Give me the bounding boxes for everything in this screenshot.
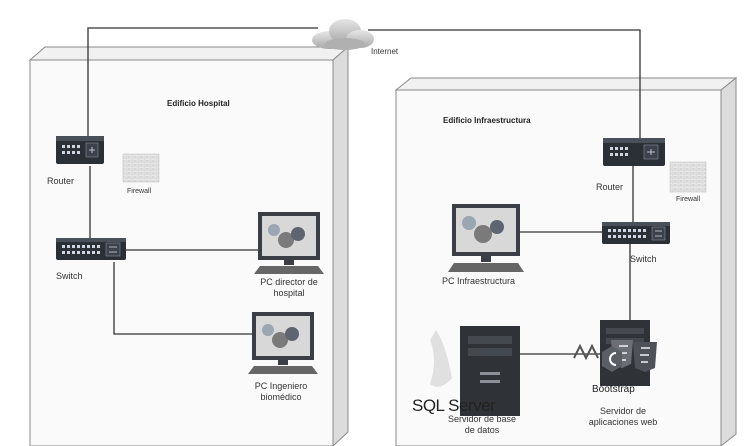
router-hospital-label: Router <box>47 176 75 186</box>
aspnet-mvc-icon <box>573 343 599 361</box>
building-infrastructure <box>394 76 738 446</box>
link-router-hospital-internet <box>87 27 318 136</box>
pc-infra-icon <box>448 204 524 272</box>
link-switch-pc-ingeniero <box>113 262 252 335</box>
bootstrap-brand: Bootstrap <box>592 384 635 395</box>
firewall-hospital-icon <box>122 153 160 183</box>
app-server-label: Servidor de aplicaciones web <box>588 406 658 427</box>
switch-infra-label: Switch <box>630 254 657 264</box>
building-infra-label: Edificio Infraestructura <box>443 116 531 125</box>
sql-server-brand: SQL Server <box>412 396 496 415</box>
firewall-hospital-label: Firewall <box>127 188 152 195</box>
pc-ingeniero-icon <box>248 312 318 374</box>
connections <box>87 27 641 355</box>
router-infra-label: Router <box>596 182 624 192</box>
csharp-icon <box>602 346 622 372</box>
db-server-label: Servidor de base de datos <box>447 414 517 435</box>
pc-director-label: PC director de hospital <box>260 277 318 298</box>
firewall-infra-icon <box>669 161 707 193</box>
internet-label: Internet <box>371 47 399 56</box>
pc-infra-label: PC Infraestructura <box>442 276 516 286</box>
cloud-icon <box>312 19 374 50</box>
switch-hospital-icon <box>56 238 126 260</box>
pc-ingeniero-label: PC Ingeniero biomédico <box>254 381 308 402</box>
router-hospital-icon <box>56 136 104 164</box>
pc-director-icon <box>254 212 324 274</box>
router-infra-icon <box>603 138 665 166</box>
html5-icon <box>633 342 657 372</box>
switch-hospital-label: Switch <box>56 271 83 281</box>
building-hospital-label: Edificio Hospital <box>167 99 230 108</box>
switch-infra-icon <box>602 222 670 244</box>
db-server-icon <box>430 326 520 416</box>
firewall-infra-label: Firewall <box>676 196 701 203</box>
link-internet-router-infra <box>368 29 641 138</box>
